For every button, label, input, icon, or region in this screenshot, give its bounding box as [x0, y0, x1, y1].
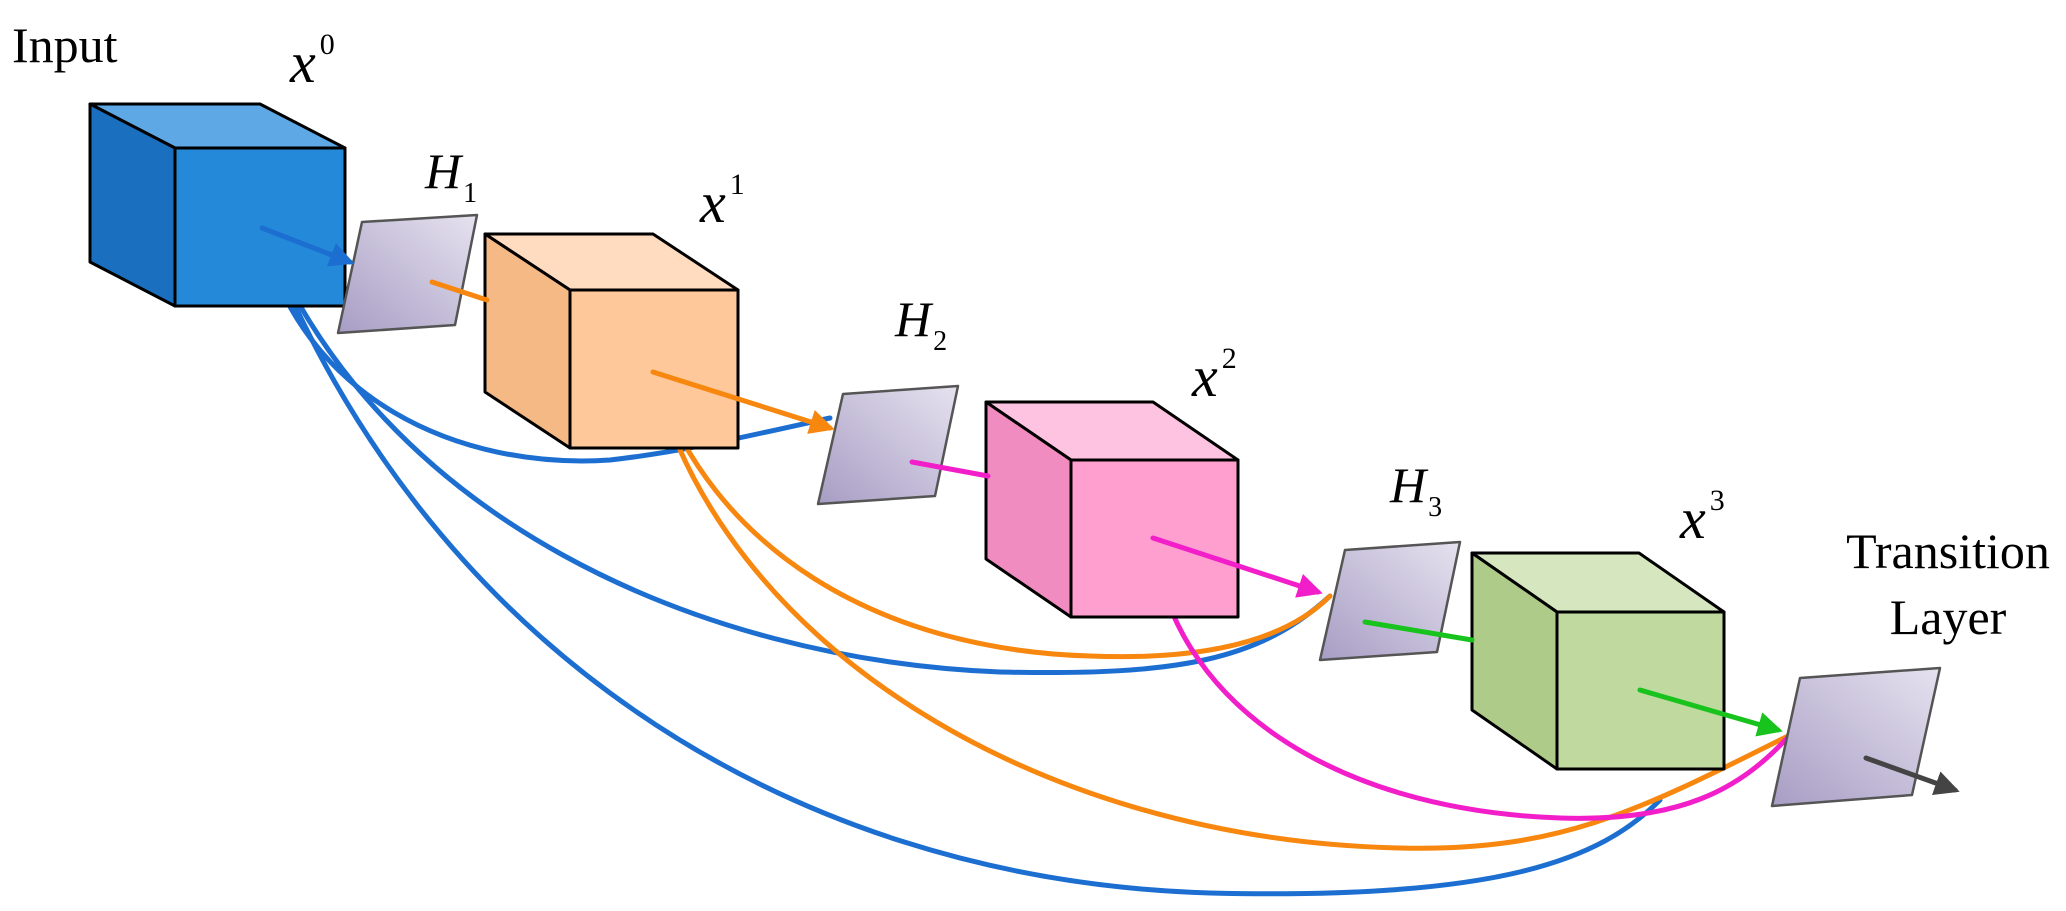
short-connections	[259, 225, 1960, 795]
skip-x0-to-transition	[259, 225, 1663, 897]
arrow-x1-to-h2	[650, 369, 835, 434]
link-h3-to-x3	[1362, 619, 1475, 643]
arrow-transition-output	[1863, 755, 1960, 795]
arrow-x2-to-h3	[1150, 535, 1323, 598]
state-cube-x2	[984, 400, 1240, 619]
layer-plate-transition	[1770, 666, 1942, 808]
transition-label-line2: Layer	[1890, 589, 2007, 645]
skip-x1-to-h3	[650, 369, 1333, 660]
layer-label-h3: H3	[1389, 457, 1442, 523]
link-h2-to-x2	[909, 459, 991, 479]
layer-plate-h2	[816, 384, 960, 506]
arrow-x0-to-h1	[259, 225, 355, 267]
skip-x2-to-transition	[1150, 535, 1793, 821]
layer-label-h1: H1	[424, 143, 477, 209]
layer-plate-h1	[336, 213, 479, 335]
arrow-x3-to-transition	[1637, 687, 1783, 737]
state-cube-x0	[88, 102, 347, 308]
skip-x1-to-transition	[650, 369, 1793, 851]
skip-x0-to-h3	[259, 225, 1333, 676]
state-cube-x1	[483, 232, 740, 450]
layer-plate-h3	[1318, 540, 1462, 662]
transition-label-line1: Transition	[1846, 523, 2050, 579]
layer-label-h2: H2	[894, 291, 947, 357]
link-h1-to-x1	[429, 279, 490, 303]
state-cube-x3	[1470, 551, 1726, 771]
skip-connections	[257, 225, 1793, 897]
input-label: Input	[12, 17, 118, 73]
